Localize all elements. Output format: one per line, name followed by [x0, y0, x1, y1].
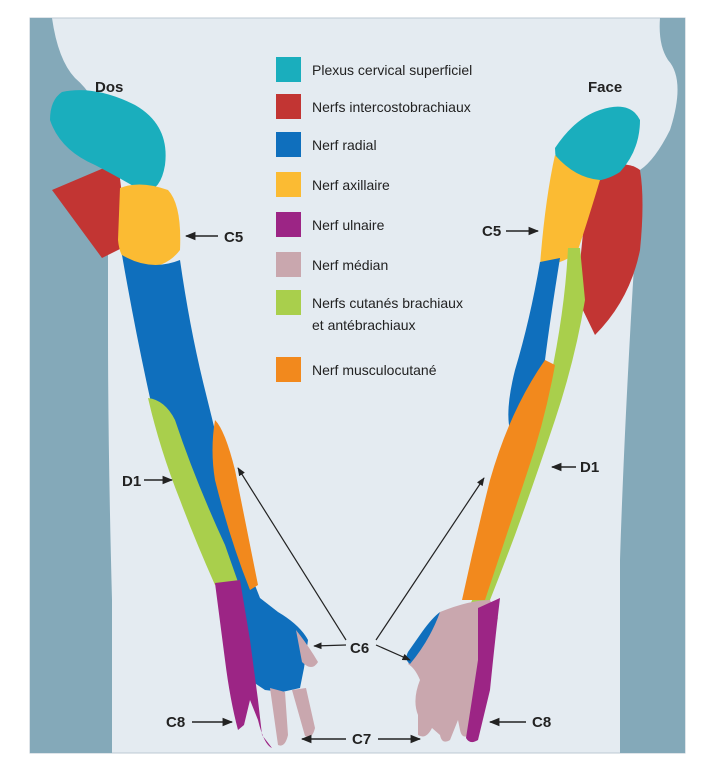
legend-swatch-7 [276, 357, 301, 382]
legend-label-2: Nerf radial [312, 137, 377, 153]
legend-label-7: Nerf musculocutané [312, 362, 437, 378]
dermatome-c5-front: C5 [482, 223, 501, 240]
legend-swatch-2 [276, 132, 301, 157]
legend-label-4: Nerf ulnaire [312, 217, 385, 233]
legend-label-6: Nerfs cutanés brachiaux [312, 295, 463, 311]
dermatome-c8-front: C8 [532, 714, 551, 731]
legend-swatch-3 [276, 172, 301, 197]
dermatome-c7: C7 [352, 731, 371, 748]
back-axillary-region [118, 184, 180, 268]
dermatome-c6: C6 [350, 640, 369, 657]
legend-label-3: Nerf axillaire [312, 177, 390, 193]
front-view-title: Face [588, 79, 622, 96]
legend-label-1: Nerfs intercostobrachiaux [312, 99, 471, 115]
legend-label-5: Nerf médian [312, 257, 388, 273]
legend-swatch-5 [276, 252, 301, 277]
dermatome-d1-back: D1 [122, 473, 141, 490]
legend-swatch-4 [276, 212, 301, 237]
back-view-title: Dos [95, 79, 123, 96]
legend-label-0: Plexus cervical superficiel [312, 62, 472, 78]
legend-swatch-1 [276, 94, 301, 119]
legend-label-6-line2: et antébrachiaux [312, 317, 416, 333]
dermatome-d1-front: D1 [580, 459, 599, 476]
legend-swatch-6 [276, 290, 301, 315]
dermatome-c5-back: C5 [224, 229, 243, 246]
legend-swatch-0 [276, 57, 301, 82]
dermatome-c8-back: C8 [166, 714, 185, 731]
